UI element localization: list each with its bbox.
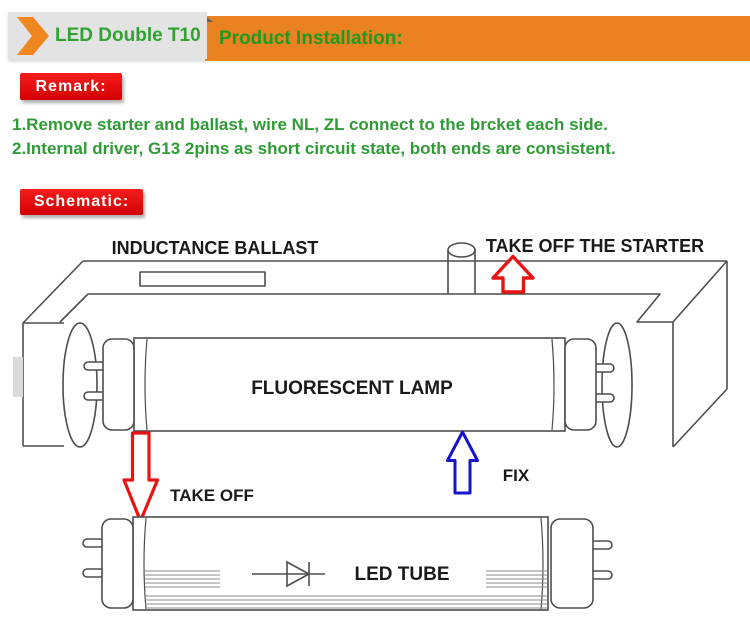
chevron-right-icon	[17, 16, 49, 55]
fix-label: FIX	[503, 466, 530, 485]
inductance-ballast-label: INDUCTANCE BALLAST	[112, 238, 319, 258]
take-off-starter-arrow	[491, 254, 535, 294]
take-off-arrow	[122, 431, 160, 523]
remark-line-1: 1.Remove starter and ballast, wire NL, Z…	[12, 115, 608, 134]
fix-arrow	[446, 430, 479, 495]
header-product-label-box: LED Double T10	[8, 12, 207, 59]
led-strip-hatching	[145, 570, 547, 609]
remark-text: 1.Remove starter and ballast, wire NL, Z…	[12, 113, 742, 161]
product-label: LED Double T10	[55, 24, 201, 46]
led-tube-label: LED TUBE	[355, 564, 450, 585]
banner-title: Product Installation:	[219, 28, 403, 49]
diode-icon	[252, 560, 325, 588]
starter-cylinder	[447, 242, 476, 294]
right-socket	[601, 322, 633, 448]
fluorescent-lamp-tube	[83, 337, 615, 432]
remark-line-2: 2.Internal driver, G13 2pins as short ci…	[12, 139, 616, 158]
ballast-rect	[139, 271, 266, 287]
installation-schematic: INDUCTANCE BALLAST TAKE OFF THE STARTER …	[13, 236, 728, 611]
remark-label: Remark:	[20, 73, 122, 100]
wall-tab	[13, 357, 23, 397]
take-off-label: TAKE OFF	[170, 486, 254, 505]
fluorescent-lamp-label: FLUORESCENT LAMP	[251, 378, 453, 399]
left-socket	[62, 322, 98, 448]
take-off-starter-label: TAKE OFF THE STARTER	[486, 236, 704, 256]
fixture-outline	[22, 260, 728, 448]
schematic-label: Schematic:	[20, 189, 143, 215]
led-tube-drawing	[82, 516, 613, 611]
header-banner	[205, 16, 750, 61]
